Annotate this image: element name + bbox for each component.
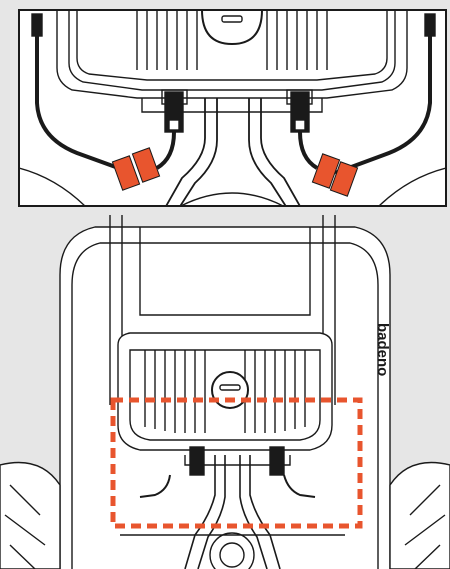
right-pipe bbox=[248, 98, 287, 206]
connector-bracket bbox=[141, 98, 323, 113]
rear-hub bbox=[209, 532, 255, 569]
housing-outline bbox=[56, 10, 408, 99]
overview-drawing: badeno bbox=[0, 215, 450, 569]
overview-pipe-right bbox=[239, 455, 268, 569]
left-wheel bbox=[0, 461, 61, 569]
right-orange-clip bbox=[311, 153, 359, 197]
detail-frame bbox=[18, 9, 447, 207]
overview-right-connector bbox=[269, 446, 285, 476]
highlight-box bbox=[110, 397, 363, 529]
overview-heat-sink-fins bbox=[144, 350, 306, 433]
overview-left-connector bbox=[189, 446, 205, 476]
detail-view-panel bbox=[17, 8, 450, 208]
detail-view-drawing bbox=[18, 9, 447, 207]
overview-panel: badeno bbox=[0, 215, 450, 569]
heat-sink-fins bbox=[136, 10, 328, 70]
right-cable bbox=[334, 28, 432, 175]
detail-content bbox=[19, 10, 446, 206]
left-pipe bbox=[165, 98, 206, 206]
hub-arc bbox=[179, 192, 285, 206]
logo-emblem bbox=[201, 10, 263, 46]
right-wheel bbox=[389, 461, 450, 569]
brand-wordmark: badeno bbox=[374, 323, 391, 376]
left-cable bbox=[35, 28, 133, 175]
left-orange-clip bbox=[111, 147, 161, 191]
